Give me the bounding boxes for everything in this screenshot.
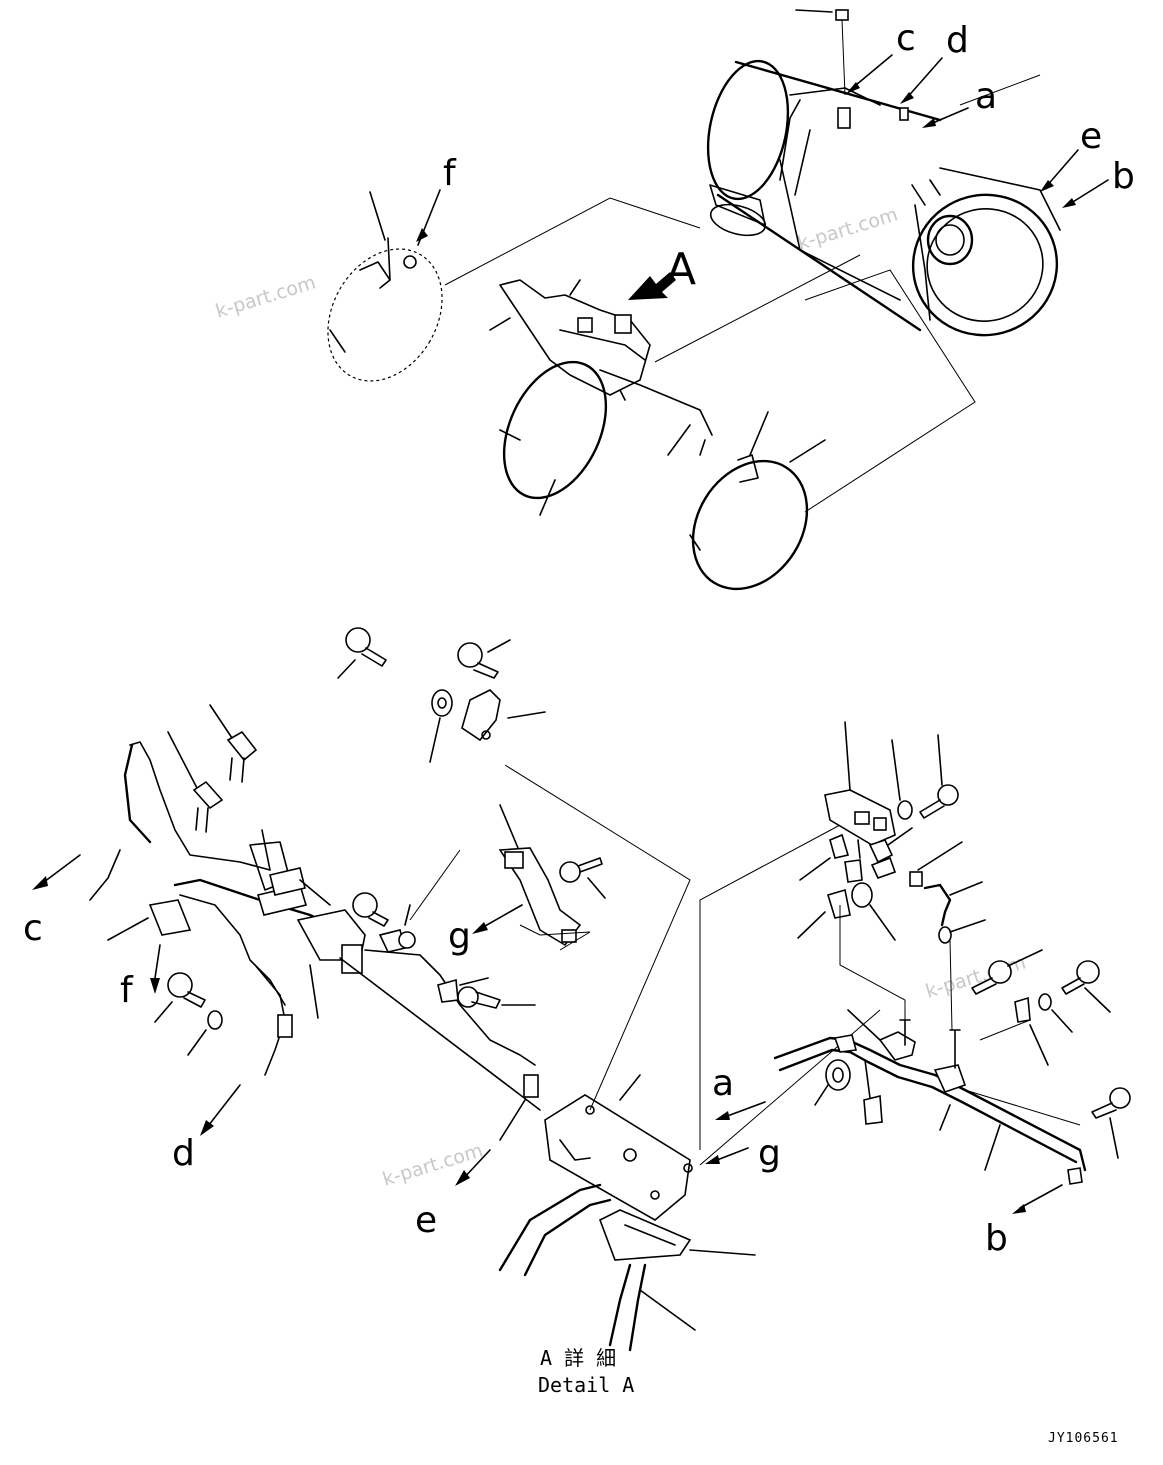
clamp-band-right — [689, 411, 826, 591]
bolt-8 — [437, 977, 536, 1009]
label-c-top: c — [896, 18, 916, 59]
bolt-2 — [457, 639, 511, 679]
mounting-plate — [498, 764, 881, 1352]
clip-f: f — [107, 899, 192, 1011]
bolt-6 — [352, 892, 389, 927]
bolt-7 — [559, 857, 606, 899]
wire-harness — [173, 829, 541, 1111]
clip-right — [1014, 993, 1073, 1066]
label-e-top: e — [1080, 116, 1102, 157]
label-b-top: b — [1112, 156, 1135, 197]
bolt-1 — [337, 627, 387, 679]
sensor-cable-e: e — [415, 1074, 539, 1241]
bolt-4 — [209, 704, 258, 783]
detail-labels-a-g: a g — [705, 1063, 781, 1174]
label-e-detail: e — [415, 1200, 437, 1241]
watermark-1: k-part.com — [213, 271, 318, 322]
label-f-detail: f — [120, 970, 134, 1011]
sensor-bracket-assembly — [489, 279, 713, 516]
spacer-right — [814, 1059, 851, 1106]
clip-pipe — [863, 1059, 883, 1125]
bolt-10 — [971, 949, 1043, 995]
bolt-11 — [1061, 960, 1111, 1013]
label-d-detail: d — [172, 1133, 195, 1174]
bolt-12 — [1091, 1087, 1131, 1159]
sensor-box-right — [824, 721, 959, 863]
bracket-1 — [461, 689, 546, 742]
label-c-detail: c — [23, 908, 43, 949]
sensor-pipe: b — [773, 1009, 1087, 1259]
bracket-g: g — [409, 804, 606, 957]
detail-A: c f — [23, 627, 1131, 1352]
detail-caption-jp: A 詳 細 — [540, 1346, 616, 1370]
bolt-9 — [919, 734, 959, 819]
sensor-cable-c: c — [23, 731, 271, 949]
washer-2 — [187, 1010, 223, 1056]
washer-1 — [429, 689, 453, 763]
muffler-assembly — [706, 9, 1061, 337]
sensor-cable-d: d — [172, 964, 293, 1174]
watermark-3: k-part.com — [923, 951, 1028, 1002]
view-label-A: A — [666, 244, 696, 295]
label-b-detail: b — [985, 1218, 1008, 1259]
watermark-4: k-part.com — [380, 1139, 485, 1190]
label-f-top: f — [443, 153, 457, 194]
top-labels: c d a e b f — [416, 18, 1135, 242]
label-g-plate: g — [758, 1133, 781, 1174]
bolt-5 — [154, 972, 206, 1023]
watermark-2: k-part.com — [795, 203, 900, 254]
label-d-top: d — [946, 20, 969, 61]
bolt-3 — [192, 780, 224, 833]
drawing-code: JY106561 — [1048, 1431, 1119, 1446]
label-g-detail: g — [448, 916, 471, 957]
clamp-band-dashed — [327, 189, 443, 382]
fittings-right — [797, 827, 986, 1031]
label-a-top: a — [975, 76, 997, 117]
detail-caption-en: Detail A — [538, 1373, 634, 1397]
view-arrow-A: A — [628, 244, 696, 300]
top-leader-lines — [444, 74, 1041, 513]
label-a-detail: a — [712, 1063, 734, 1104]
